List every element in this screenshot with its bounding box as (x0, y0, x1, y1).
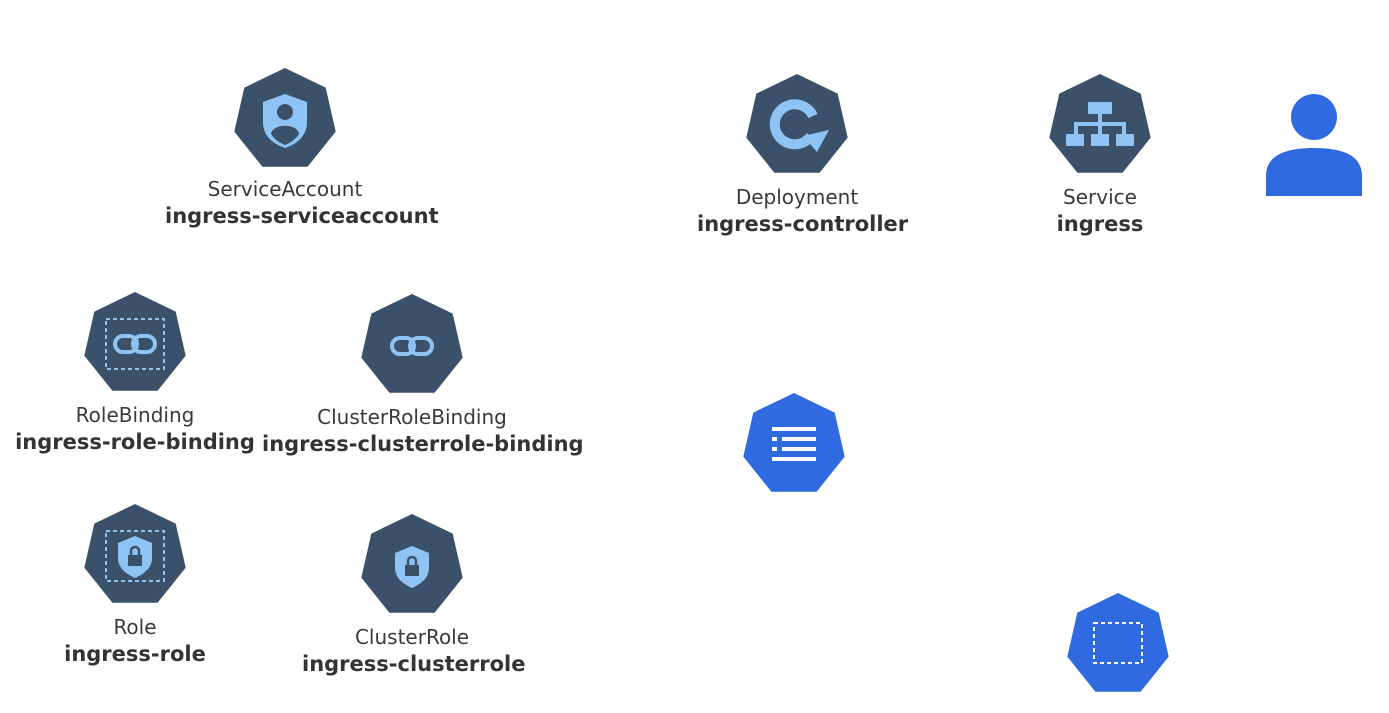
rolebinding-hexagon (84, 292, 186, 391)
service-node[interactable]: Service ingress (1030, 74, 1170, 238)
rolebinding-node[interactable]: RoleBinding ingress-role-binding (15, 292, 255, 456)
service-kind-label: Service (1063, 185, 1137, 209)
serviceaccount-hexagon (234, 68, 336, 167)
dashed-box-icon (1093, 622, 1143, 664)
configmap-node[interactable] (741, 393, 847, 497)
link-icon (390, 336, 434, 356)
user-icon (1266, 94, 1362, 196)
lock-shield-icon (395, 546, 429, 588)
service-hexagon (1049, 74, 1151, 173)
serviceaccount-node[interactable]: ServiceAccount ingress-serviceaccount (165, 68, 439, 230)
deployment-kind-label: Deployment (735, 185, 859, 209)
deployment-node[interactable]: Deployment ingress-controller (697, 74, 909, 238)
clusterrolebinding-hexagon (361, 294, 463, 393)
clusterrolebinding-node[interactable]: ClusterRoleBinding ingress-clusterrole-b… (262, 294, 584, 458)
deployment-hexagon (746, 74, 848, 173)
serviceaccount-kind-label: ServiceAccount (207, 177, 363, 201)
lock-shield-icon (118, 536, 152, 578)
clusterrole-kind-label: ClusterRole (354, 625, 470, 649)
configmap-hexagon (743, 393, 845, 492)
service-name-label: ingress (1056, 212, 1144, 236)
clusterrolebinding-kind-label: ClusterRoleBinding (317, 405, 507, 429)
namespace-hexagon (1067, 593, 1169, 692)
deployment-name-label: ingress-controller (697, 212, 909, 236)
role-hexagon (84, 504, 186, 603)
list-icon (772, 427, 816, 461)
rolebinding-name-label: ingress-role-binding (15, 430, 255, 454)
clusterrole-name-label: ingress-clusterrole (302, 652, 526, 676)
role-node[interactable]: Role ingress-role (55, 504, 215, 668)
role-name-label: ingress-role (64, 642, 206, 666)
namespace-node[interactable] (1065, 593, 1171, 697)
user-shield-icon (263, 94, 307, 148)
rolebinding-kind-label: RoleBinding (75, 403, 195, 427)
serviceaccount-name-label: ingress-serviceaccount (165, 204, 439, 228)
clusterrole-hexagon (361, 514, 463, 613)
clusterrole-node[interactable]: ClusterRole ingress-clusterrole (302, 514, 526, 678)
network-icon (1066, 102, 1134, 146)
refresh-icon (769, 99, 829, 152)
link-icon (113, 334, 157, 354)
role-kind-label: Role (113, 615, 157, 639)
clusterrolebinding-name-label: ingress-clusterrole-binding (262, 432, 584, 456)
